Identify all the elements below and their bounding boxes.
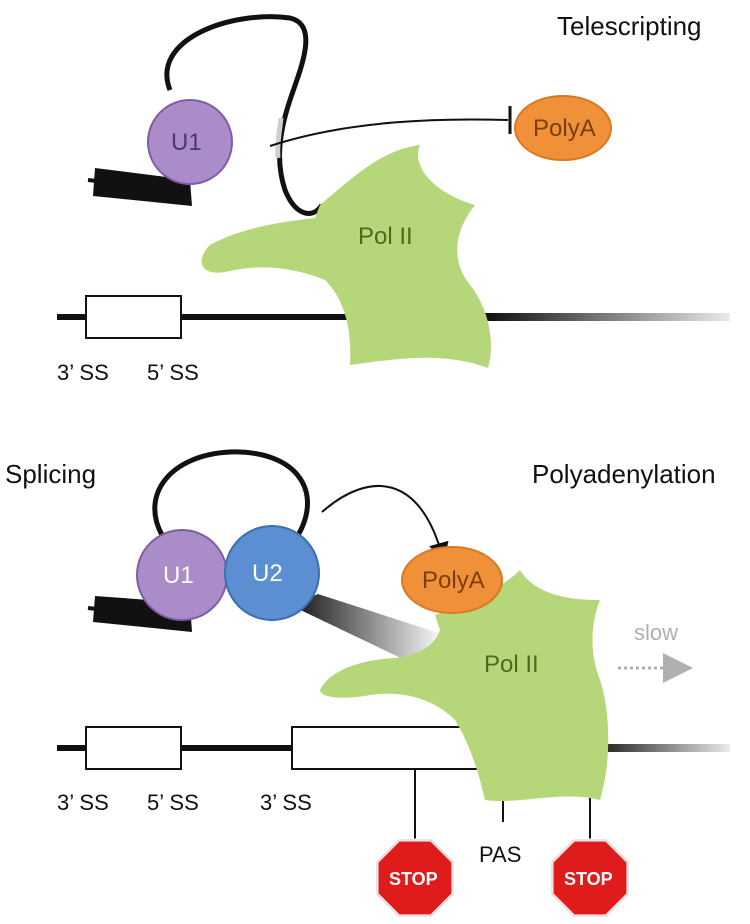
slow-label: slow xyxy=(634,620,678,645)
u2-circle xyxy=(224,525,320,621)
dna-line-top-fade xyxy=(470,313,730,321)
pol2-label-bottom: Pol II xyxy=(484,651,539,678)
ss-label-1: 3’ SS xyxy=(57,790,109,815)
stop-sign-1: STOP xyxy=(375,838,455,918)
polya-label-top: PolyA xyxy=(533,115,596,142)
polya-label-bottom: PolyA xyxy=(422,567,485,594)
polyadenylation-title: Polyadenylation xyxy=(532,459,716,489)
exon-box-1 xyxy=(85,726,182,770)
pol2-shape-bottom xyxy=(320,570,609,802)
stop-sign-2: STOP xyxy=(550,838,630,918)
exon-box-top xyxy=(85,295,182,339)
pas-label: PAS xyxy=(479,842,521,867)
telescripting-title: Telescripting xyxy=(557,11,702,41)
splicing-polyadenylation-panel: Splicing Polyadenylation 3’ SS 5’ SS 3’ … xyxy=(5,449,730,918)
u1-label-top: U1 xyxy=(171,129,202,156)
splicing-title: Splicing xyxy=(5,459,96,489)
ss-label-5-top: 5’ SS xyxy=(147,360,199,385)
u2-label: U2 xyxy=(252,560,283,587)
inhibition-line xyxy=(269,118,509,147)
ss-label-2: 5’ SS xyxy=(147,790,199,815)
polya-ellipse-bottom xyxy=(401,546,503,614)
pol2-shape-top xyxy=(201,145,491,368)
pol2-label-top: Pol II xyxy=(358,223,413,250)
nascent-rna-wedge xyxy=(290,594,445,672)
ss-label-3-top: 3’ SS xyxy=(57,360,109,385)
u1-label-bottom: U1 xyxy=(163,562,194,589)
dna-line-bottom-fade xyxy=(580,744,730,752)
exon-box-2 xyxy=(291,726,483,770)
ss-label-3: 3’ SS xyxy=(260,790,312,815)
rna-loop-bottom xyxy=(152,449,310,542)
rna-loop-top xyxy=(164,14,325,216)
activation-arrow xyxy=(321,484,449,563)
u1-circle-top xyxy=(147,99,233,185)
stop-label-2: STOP xyxy=(564,869,613,889)
stop-label-1: STOP xyxy=(389,869,438,889)
telescripting-panel: Telescripting 3’ SS 5’ SS Pol II U1 Poly… xyxy=(57,11,730,385)
polya-ellipse-top xyxy=(514,95,612,161)
